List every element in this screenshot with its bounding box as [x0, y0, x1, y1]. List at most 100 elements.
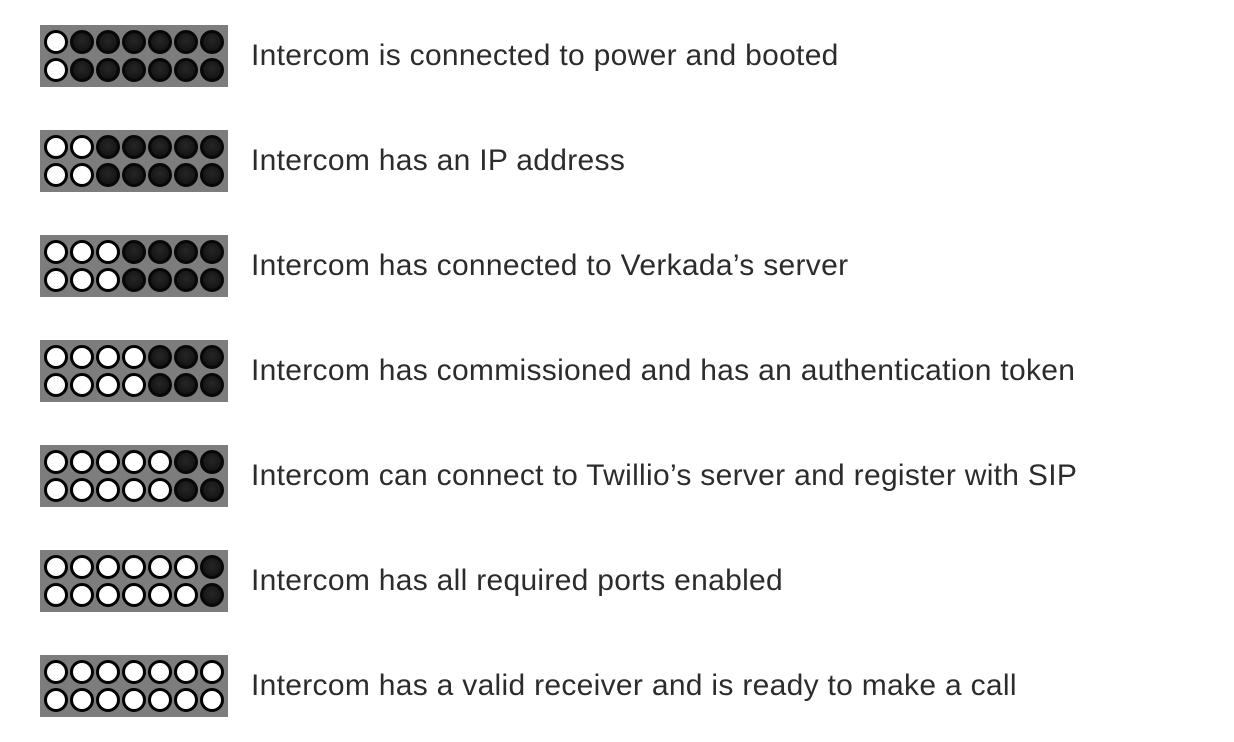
led-dot-lit [122, 373, 146, 397]
status-label: Intercom is connected to power and boote… [251, 39, 839, 72]
led-dot-unlit [148, 268, 172, 292]
led-dot-lit [44, 268, 68, 292]
led-dot-unlit [200, 478, 224, 502]
led-dot-lit [70, 478, 94, 502]
led-dot-lit [70, 555, 94, 579]
led-dot-unlit [122, 268, 146, 292]
led-dot-lit [122, 478, 146, 502]
led-dot-lit [174, 583, 198, 607]
led-dot-unlit [96, 135, 120, 159]
led-dot-lit [44, 163, 68, 187]
led-indicator-panel [40, 655, 228, 717]
led-dot-lit [96, 373, 120, 397]
status-row: Intercom has a valid receiver and is rea… [40, 655, 1234, 717]
led-dot-unlit [174, 450, 198, 474]
status-label: Intercom has connected to Verkada’s serv… [251, 249, 849, 282]
led-dot-lit [96, 688, 120, 712]
led-dot-lit [148, 450, 172, 474]
led-dot-lit [122, 583, 146, 607]
led-dot-lit [70, 135, 94, 159]
led-dot-lit [174, 555, 198, 579]
led-indicator-panel [40, 235, 228, 297]
led-dot-unlit [122, 135, 146, 159]
led-dot-lit [148, 555, 172, 579]
led-dot-unlit [96, 58, 120, 82]
led-dot-lit [148, 478, 172, 502]
led-dot-lit [70, 373, 94, 397]
status-label: Intercom has commissioned and has an aut… [251, 354, 1076, 387]
status-label: Intercom can connect to Twillio’s server… [251, 459, 1078, 492]
led-dot-unlit [96, 30, 120, 54]
led-dot-unlit [96, 163, 120, 187]
led-dot-unlit [200, 268, 224, 292]
led-dot-lit [148, 660, 172, 684]
status-row: Intercom has all required ports enabled [40, 550, 1234, 612]
led-dot-unlit [200, 555, 224, 579]
led-dot-unlit [148, 30, 172, 54]
led-dot-unlit [200, 58, 224, 82]
led-dot-lit [70, 345, 94, 369]
led-dot-lit [70, 583, 94, 607]
led-dot-lit [44, 135, 68, 159]
led-dot-lit [148, 688, 172, 712]
led-dot-unlit [200, 163, 224, 187]
led-dot-unlit [200, 135, 224, 159]
led-dot-lit [148, 583, 172, 607]
led-dot-lit [44, 478, 68, 502]
led-dot-lit [96, 268, 120, 292]
led-dot-unlit [148, 58, 172, 82]
led-dot-lit [96, 345, 120, 369]
led-dot-lit [122, 555, 146, 579]
led-dot-unlit [174, 58, 198, 82]
led-dot-lit [44, 240, 68, 264]
led-dot-unlit [122, 58, 146, 82]
led-dot-lit [70, 688, 94, 712]
led-dot-unlit [174, 135, 198, 159]
led-dot-lit [70, 450, 94, 474]
led-dot-unlit [174, 478, 198, 502]
status-row: Intercom has connected to Verkada’s serv… [40, 235, 1234, 297]
led-dot-lit [70, 660, 94, 684]
status-row: Intercom can connect to Twillio’s server… [40, 445, 1234, 507]
led-dot-lit [122, 660, 146, 684]
led-dot-unlit [148, 163, 172, 187]
led-dot-unlit [200, 583, 224, 607]
led-dot-unlit [200, 240, 224, 264]
led-dot-lit [174, 688, 198, 712]
status-row: Intercom has commissioned and has an aut… [40, 340, 1234, 402]
led-dot-unlit [174, 345, 198, 369]
led-dot-unlit [174, 30, 198, 54]
led-dot-lit [174, 660, 198, 684]
led-dot-unlit [200, 345, 224, 369]
led-dot-lit [122, 688, 146, 712]
led-dot-lit [44, 450, 68, 474]
led-dot-lit [44, 373, 68, 397]
led-dot-unlit [70, 58, 94, 82]
led-dot-lit [96, 450, 120, 474]
led-dot-lit [200, 660, 224, 684]
led-dot-lit [70, 240, 94, 264]
led-dot-unlit [174, 240, 198, 264]
led-dot-lit [200, 688, 224, 712]
led-dot-unlit [122, 30, 146, 54]
led-dot-lit [44, 583, 68, 607]
led-dot-lit [44, 30, 68, 54]
led-dot-lit [44, 345, 68, 369]
led-dot-unlit [148, 135, 172, 159]
status-label: Intercom has all required ports enabled [251, 564, 783, 597]
led-dot-unlit [174, 163, 198, 187]
status-label: Intercom has a valid receiver and is rea… [251, 669, 1017, 702]
led-dot-lit [96, 478, 120, 502]
led-dot-unlit [174, 268, 198, 292]
led-indicator-panel [40, 130, 228, 192]
led-dot-unlit [174, 373, 198, 397]
led-dot-unlit [70, 30, 94, 54]
status-row: Intercom is connected to power and boote… [40, 25, 1234, 87]
led-dot-lit [44, 555, 68, 579]
led-dot-unlit [148, 373, 172, 397]
led-dot-lit [96, 583, 120, 607]
led-dot-lit [70, 268, 94, 292]
led-dot-unlit [200, 30, 224, 54]
led-dot-lit [44, 688, 68, 712]
led-dot-unlit [200, 373, 224, 397]
